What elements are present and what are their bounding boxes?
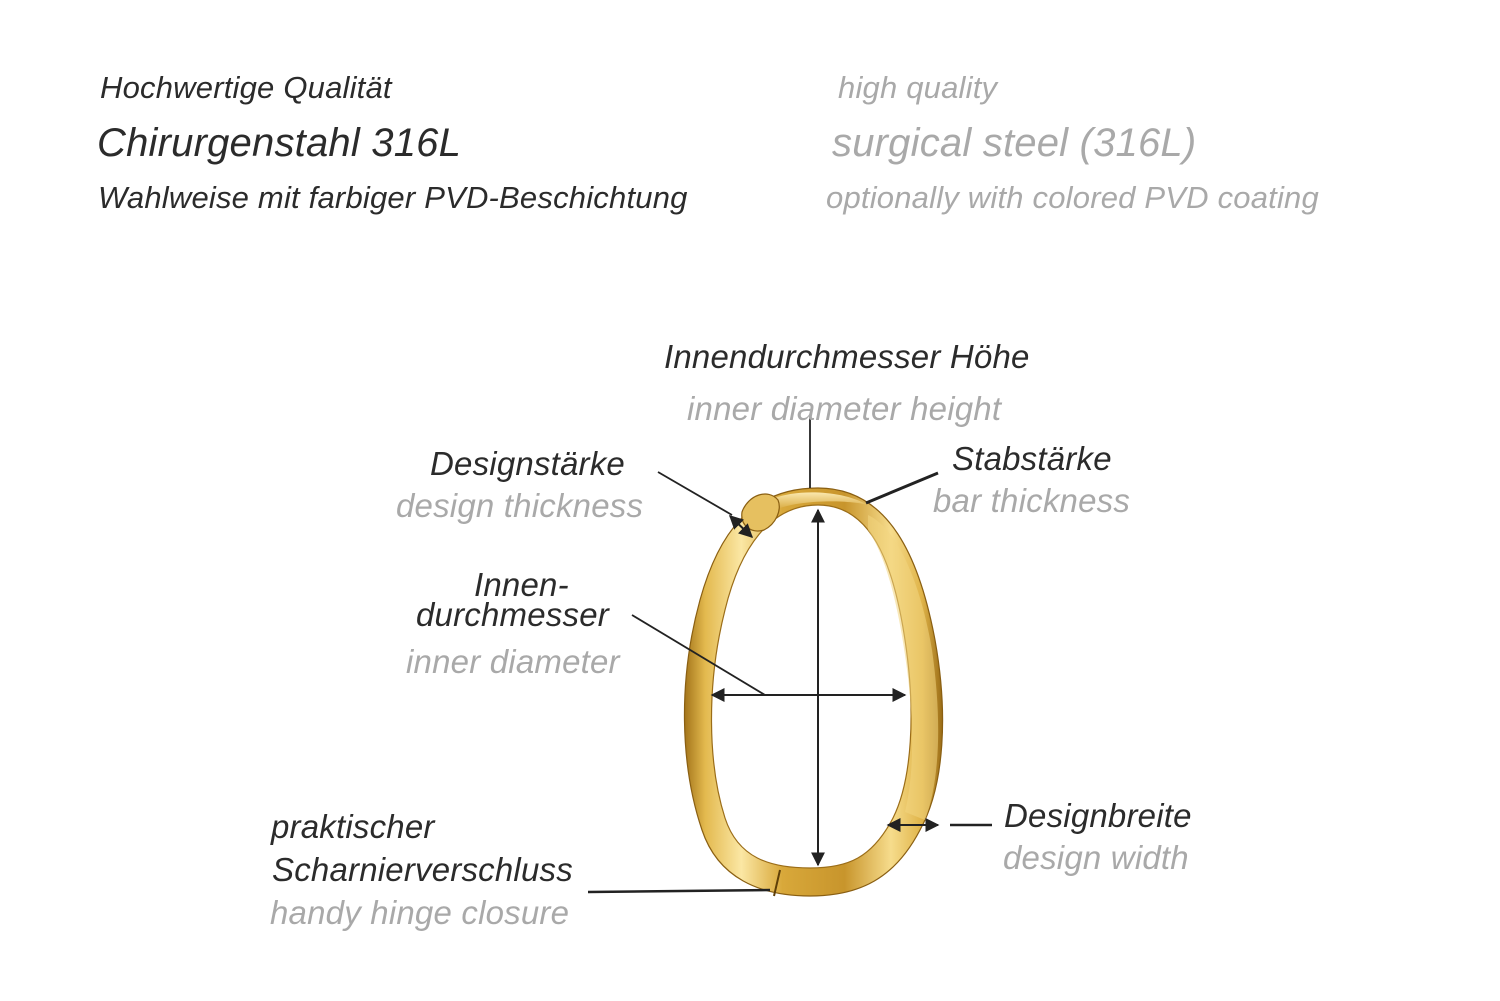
header-de-coating: Wahlweise mit farbiger PVD-Beschichtung bbox=[98, 180, 688, 215]
bar-thickness-leader bbox=[865, 471, 939, 505]
gold-ring bbox=[683, 487, 944, 897]
label-hinge-de-1: praktischer bbox=[271, 808, 435, 845]
label-inner-diameter-de-1: Innen- bbox=[474, 566, 569, 603]
ring-top-highlight bbox=[775, 492, 868, 510]
ring-design-band bbox=[868, 515, 939, 820]
header-en-coating: optionally with colored PVD coating bbox=[826, 180, 1319, 215]
label-inner-diameter-de-2: durchmesser bbox=[416, 596, 609, 633]
inner-diameter-leader bbox=[631, 614, 766, 696]
header-en-material: surgical steel (316L) bbox=[832, 121, 1197, 165]
label-hinge-en: handy hinge closure bbox=[270, 894, 570, 931]
hinge-seam bbox=[773, 869, 781, 897]
design-thickness-arrow bbox=[728, 515, 754, 538]
label-bar-thickness-en: bar thickness bbox=[933, 482, 1131, 519]
label-design-thickness-de: Designstärke bbox=[430, 445, 625, 482]
hinge-leader bbox=[587, 888, 771, 894]
label-inner-diameter-en: inner diameter bbox=[406, 643, 620, 680]
label-inner-height-de: Innendurchmesser Höhe bbox=[664, 338, 1030, 375]
label-design-width-de: Designbreite bbox=[1004, 797, 1192, 834]
label-inner-height-en: inner diameter height bbox=[687, 390, 1002, 427]
header-de-quality: Hochwertige Qualität bbox=[100, 70, 392, 105]
header-en-quality: high quality bbox=[838, 70, 998, 105]
design-thickness-leader bbox=[657, 471, 733, 516]
label-design-thickness-en: design thickness bbox=[396, 487, 644, 524]
label-design-width-en: design width bbox=[1003, 839, 1189, 876]
label-bar-thickness-de: Stabstärke bbox=[952, 440, 1112, 477]
header-de-material: Chirurgenstahl 316L bbox=[97, 121, 462, 165]
label-hinge-de-2: Scharnierverschluss bbox=[272, 851, 573, 888]
